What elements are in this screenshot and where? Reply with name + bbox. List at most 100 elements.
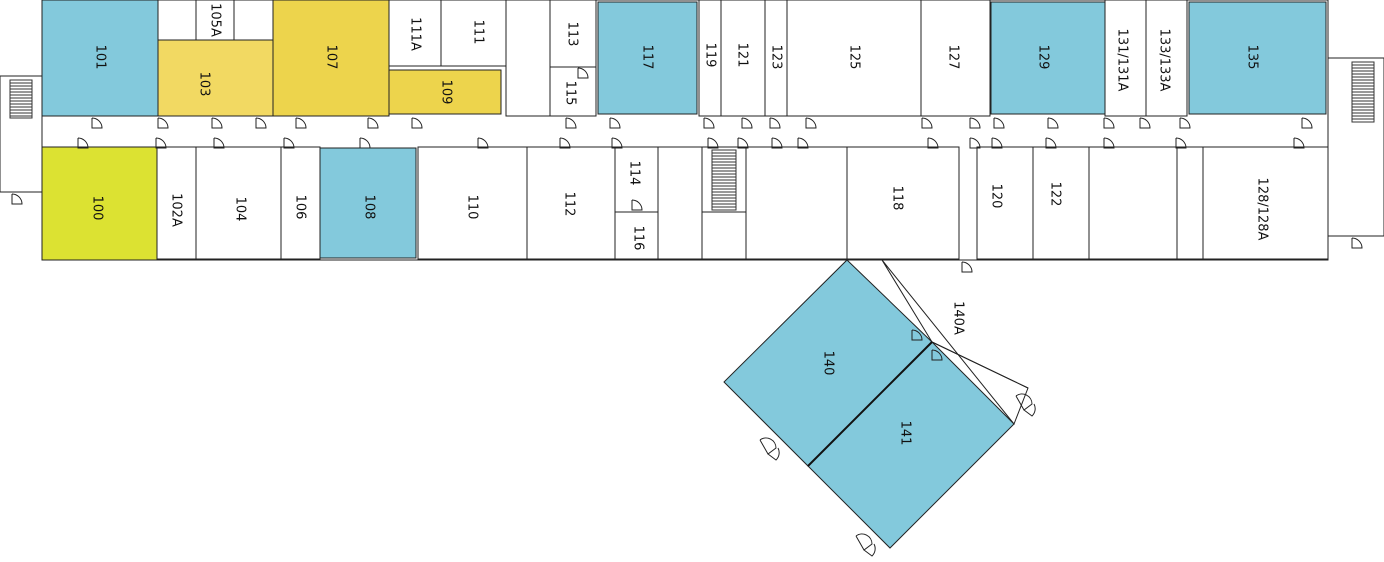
room-101[interactable]: 101 — [41, 0, 159, 117]
room-label: 109 — [439, 80, 454, 105]
room-label: 113 — [565, 22, 580, 47]
double-door-swing — [759, 437, 780, 461]
room-118[interactable]: 118 — [846, 146, 960, 260]
door-swing — [993, 117, 1005, 129]
door-swing — [559, 137, 571, 149]
stairs-interior — [701, 146, 747, 260]
room-103[interactable]: 103 — [157, 39, 274, 117]
room-110[interactable]: 110 — [417, 146, 528, 260]
room-label: 102A — [169, 193, 184, 227]
room-127[interactable]: 127 — [920, 0, 991, 117]
room-107[interactable]: 107 — [272, 0, 390, 117]
room-label: 125 — [847, 45, 862, 70]
room-label: 117 — [640, 45, 655, 70]
room-label: 119 — [703, 43, 718, 68]
room-135[interactable]: 135 — [1188, 1, 1327, 115]
door-swing — [931, 349, 943, 361]
door-swing — [609, 117, 621, 129]
room-label: 101 — [93, 45, 108, 70]
room-123[interactable]: 123 — [764, 0, 788, 117]
door-swing — [1351, 237, 1363, 249]
door-swing — [1103, 137, 1115, 149]
room-label: 108 — [362, 195, 377, 220]
door-swing — [741, 117, 753, 129]
room-120[interactable]: 120 — [976, 146, 1034, 260]
room-unlabeled-e — [1176, 146, 1204, 260]
room-label: 128/128A — [1255, 178, 1270, 241]
door-swing — [1103, 117, 1115, 129]
door-swing — [283, 137, 295, 149]
room-105a[interactable]: 105A — [157, 0, 274, 41]
annex-wall — [807, 341, 933, 467]
room-117[interactable]: 117 — [597, 1, 698, 115]
corridor — [42, 116, 1328, 147]
door-swing — [737, 137, 749, 149]
room-119[interactable]: 119 — [698, 0, 722, 117]
double-door-swing — [855, 533, 876, 557]
door-swing — [359, 137, 371, 149]
room-125[interactable]: 125 — [786, 0, 922, 117]
door-swing — [1301, 117, 1313, 129]
room-121[interactable]: 121 — [720, 0, 766, 117]
stairs-east — [1327, 57, 1384, 237]
door-swing — [703, 117, 715, 129]
room-131[interactable]: 131/131A — [1104, 0, 1147, 117]
room-109[interactable]: 109 — [388, 69, 502, 115]
room-122[interactable]: 122 — [1032, 146, 1090, 260]
room-unlabeled-b — [657, 146, 703, 260]
room-label: 104 — [233, 197, 248, 222]
door-swing — [631, 199, 643, 211]
door-swing — [157, 117, 169, 129]
room-label: 122 — [1048, 182, 1063, 207]
door-swing — [969, 117, 981, 129]
door-swing — [295, 117, 307, 129]
room-106[interactable]: 106 — [280, 146, 321, 260]
room-label: 110 — [465, 195, 480, 220]
door-swing — [1293, 137, 1305, 149]
room-116[interactable]: 116 — [614, 211, 659, 260]
room-102a[interactable]: 102A — [156, 146, 197, 260]
room-115[interactable]: 115 — [549, 66, 597, 117]
door-swing — [991, 137, 1003, 149]
door-swing — [611, 137, 623, 149]
room-111[interactable]: 111 — [440, 0, 507, 67]
room-label: 105A — [208, 3, 223, 37]
room-129[interactable]: 129 — [990, 1, 1106, 115]
door-swing — [969, 137, 981, 149]
room-111a[interactable]: 111A — [388, 0, 442, 67]
room-label: 118 — [890, 186, 905, 211]
door-swing — [565, 117, 577, 129]
room-label: 107 — [324, 45, 339, 70]
room-label: 140A — [951, 301, 966, 335]
door-swing — [707, 137, 719, 149]
room-113[interactable]: 113 — [549, 0, 597, 68]
door-swing — [771, 137, 783, 149]
room-112[interactable]: 112 — [526, 146, 616, 260]
room-label: 127 — [946, 45, 961, 70]
door-swing — [1179, 117, 1191, 129]
room-140a[interactable]: 140A — [881, 259, 1029, 425]
room-104[interactable]: 104 — [195, 146, 282, 260]
door-swing — [213, 137, 225, 149]
door-swing — [797, 137, 809, 149]
door-swing — [477, 137, 489, 149]
door-swing — [367, 117, 379, 129]
room-128[interactable]: 128/128A — [1202, 146, 1329, 260]
door-swing — [11, 193, 23, 205]
room-unlabeled-c — [745, 146, 848, 260]
room-label: 106 — [293, 195, 308, 220]
room-label: 141 — [898, 421, 913, 446]
room-108[interactable]: 108 — [319, 147, 417, 259]
stairs-west — [0, 75, 43, 193]
room-133[interactable]: 133/133A — [1145, 0, 1188, 117]
room-114[interactable]: 114 — [614, 146, 659, 213]
door-swing — [1047, 117, 1059, 129]
room-label: 123 — [769, 45, 784, 70]
door-swing — [77, 137, 89, 149]
door-swing — [911, 329, 923, 341]
room-100[interactable]: 100 — [41, 146, 158, 261]
room-label: 116 — [631, 226, 646, 251]
room-label: 121 — [735, 43, 750, 68]
doors — [11, 67, 1363, 557]
